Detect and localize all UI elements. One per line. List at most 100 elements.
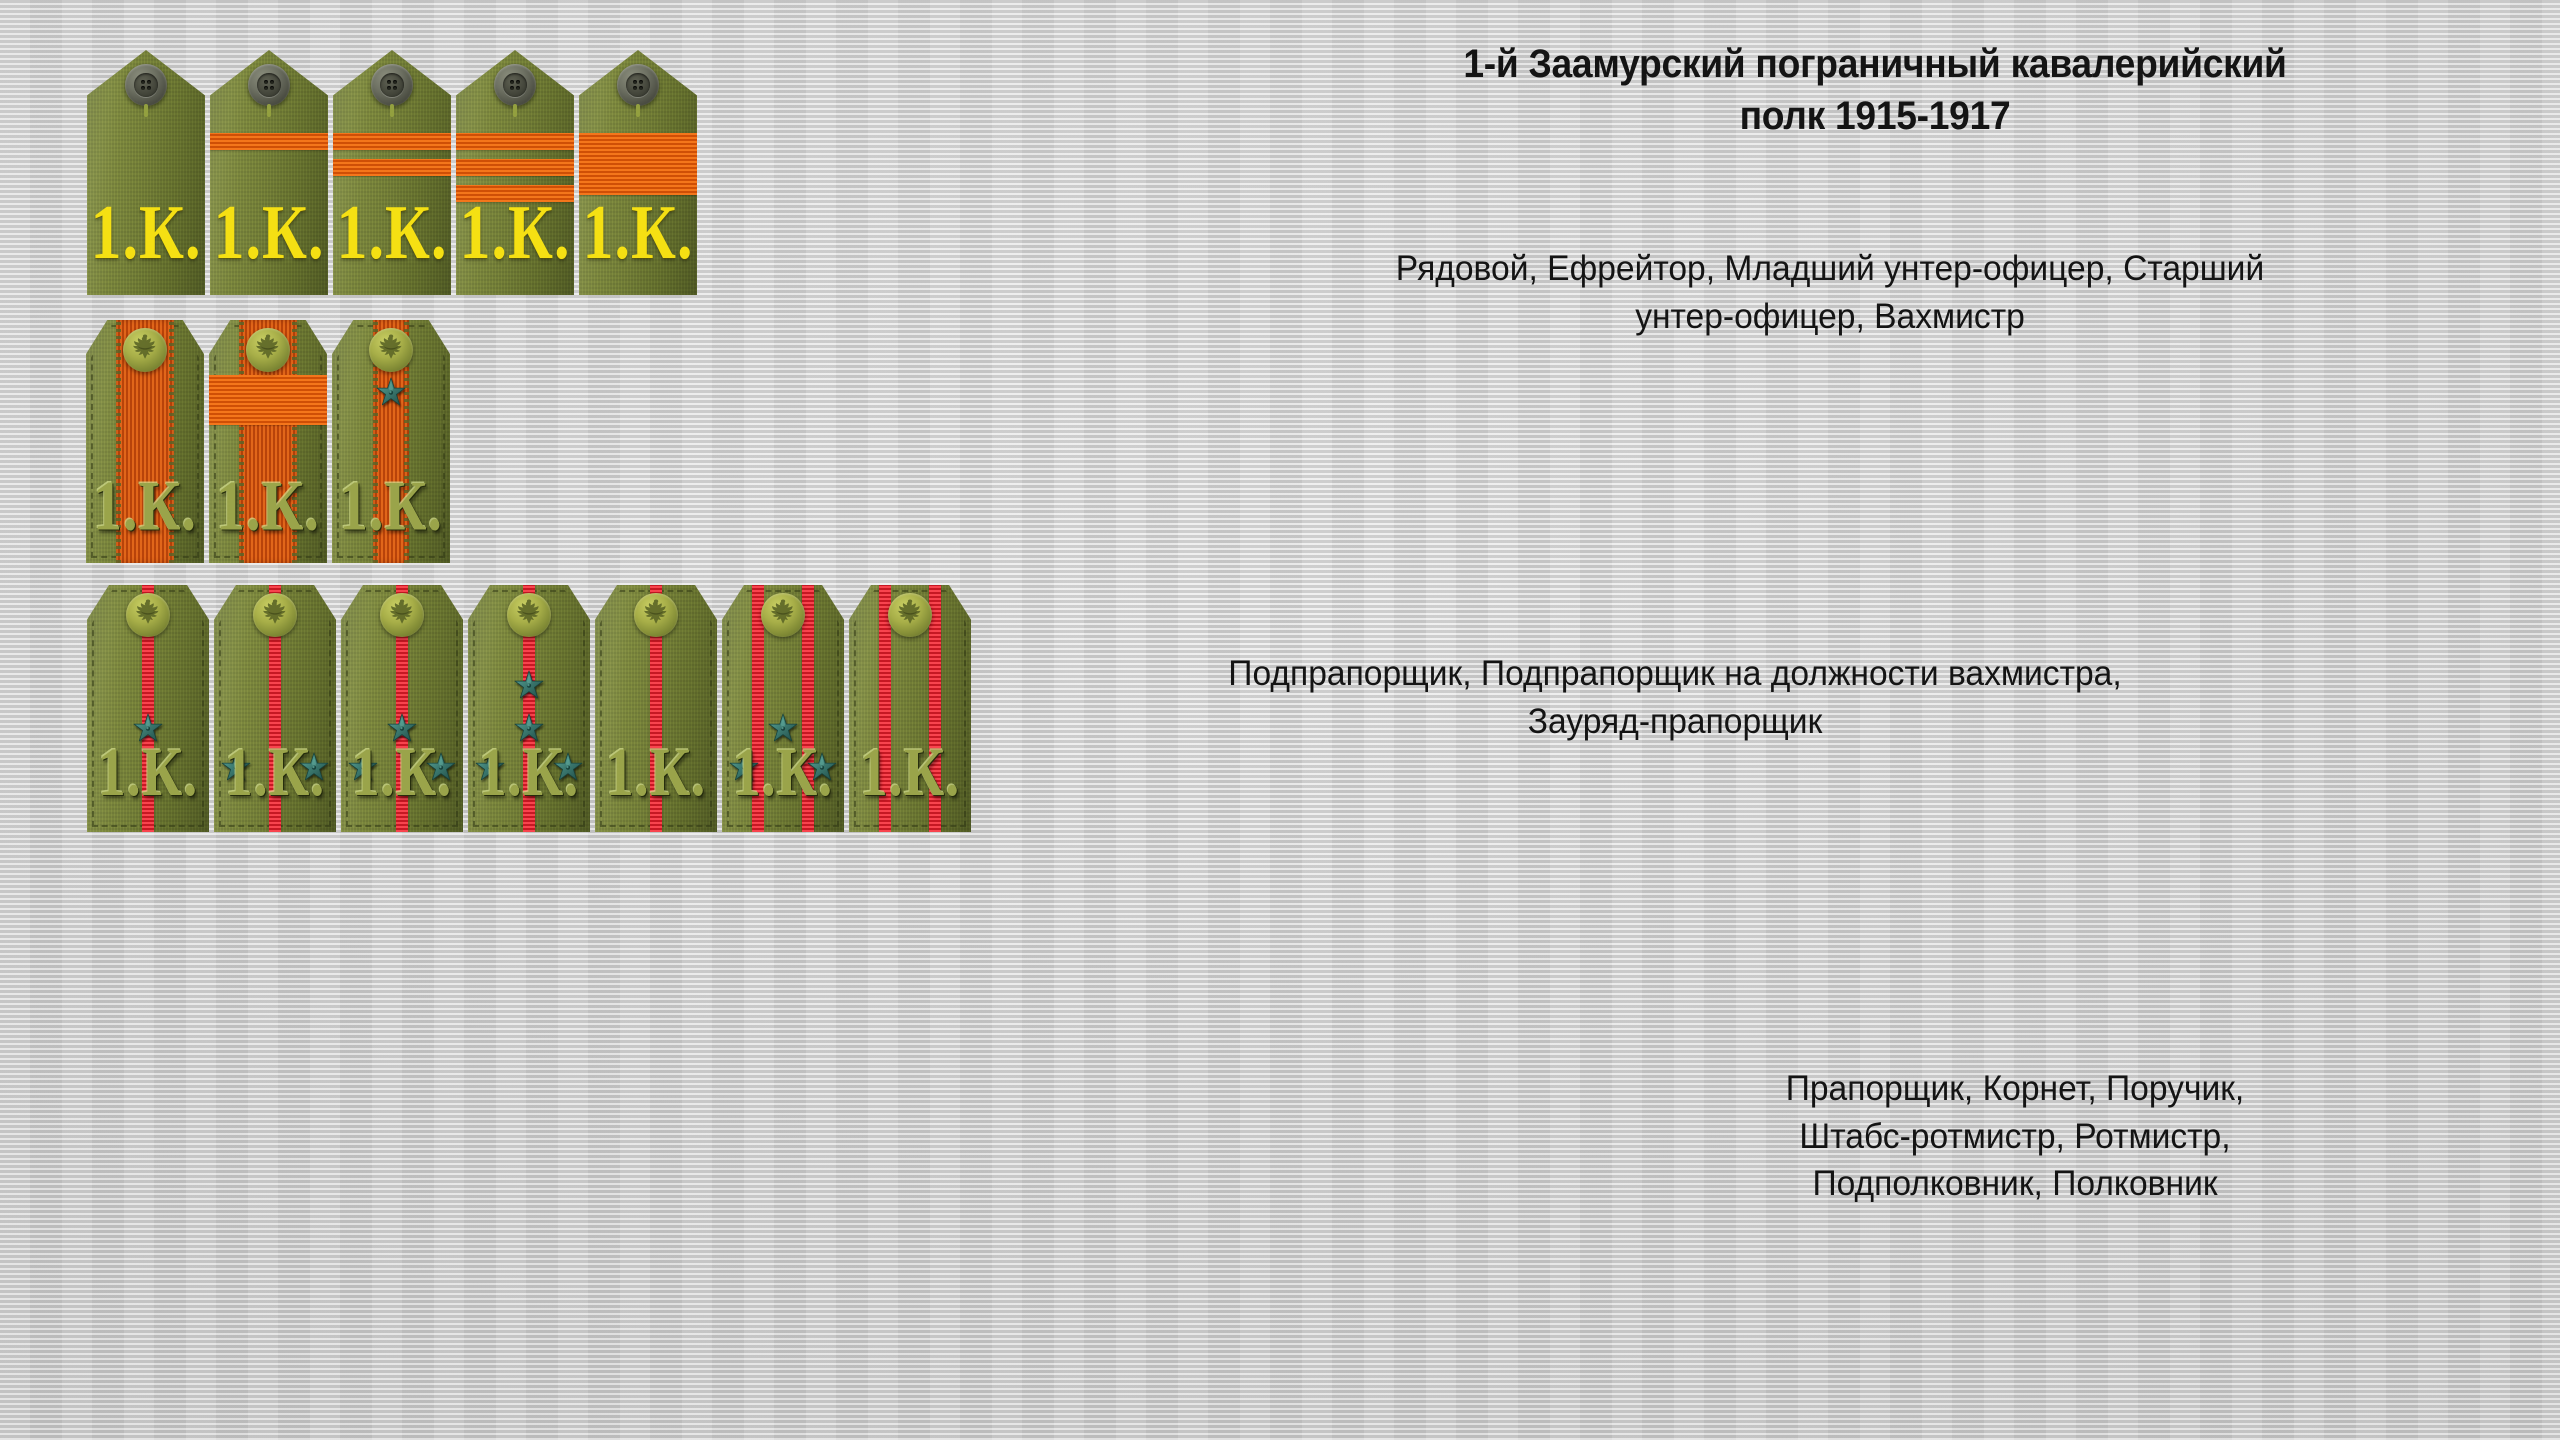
button-hole bbox=[264, 80, 269, 85]
shoulder-board-officer-1[interactable]: 1.К. bbox=[87, 585, 209, 832]
officer-crimson-stripe bbox=[396, 585, 408, 832]
uniform-button-eagle bbox=[253, 593, 297, 637]
button-hole bbox=[510, 85, 515, 90]
button-hole bbox=[633, 80, 638, 85]
rank-description-enlisted-line-1: Рядовой, Ефрейтор, Младший унтер-офицер,… bbox=[1395, 249, 2265, 288]
rank-lace-stripe-wide bbox=[579, 133, 697, 195]
uniform-button-eagle bbox=[507, 593, 551, 637]
uniform-button-eagle bbox=[761, 593, 805, 637]
uniform-button-grey bbox=[248, 64, 290, 106]
button-hole bbox=[387, 80, 392, 85]
button-hole bbox=[633, 85, 638, 90]
button-hole bbox=[264, 85, 269, 90]
rank-description-officer: Прапорщик, Корнет, Поручик, Штабс-ротмис… bbox=[1645, 1065, 2384, 1208]
button-thread bbox=[513, 104, 517, 117]
imperial-eagle-icon bbox=[253, 593, 297, 637]
button-inner-ring bbox=[503, 73, 527, 97]
rank-star-icon bbox=[299, 752, 329, 782]
panel-edge-left bbox=[116, 320, 121, 563]
shoulder-board-warrant-1[interactable]: 1.К. bbox=[86, 320, 204, 563]
button-inner-ring bbox=[134, 73, 158, 97]
rank-star-icon bbox=[133, 713, 163, 743]
board-stitching bbox=[727, 590, 839, 827]
rank-lace-stripe bbox=[333, 159, 451, 176]
rank-star-icon bbox=[475, 752, 505, 782]
rank-description-officer-line-1: Прапорщик, Корнет, Поручик, bbox=[1785, 1069, 2245, 1108]
panel-edge-right bbox=[169, 320, 174, 563]
rank-star-icon bbox=[348, 752, 378, 782]
rank-lace-stripe bbox=[456, 185, 574, 202]
officer-crimson-stripe bbox=[929, 585, 941, 832]
shoulder-board-enlisted-4[interactable]: 1.К. bbox=[456, 50, 574, 295]
shoulder-board-enlisted-3[interactable]: 1.К. bbox=[333, 50, 451, 295]
button-hole bbox=[392, 80, 397, 85]
uniform-button-eagle bbox=[123, 328, 167, 372]
imperial-eagle-icon bbox=[246, 328, 290, 372]
board-stitching bbox=[854, 590, 966, 827]
button-thread bbox=[636, 104, 640, 117]
officer-crimson-stripe bbox=[523, 585, 535, 832]
rank-star-icon bbox=[221, 752, 251, 782]
rank-description-enlisted-line-2: унтер-офицер, Вахмистр bbox=[1635, 296, 2025, 336]
officer-crimson-stripe bbox=[802, 585, 814, 832]
uniform-button-eagle bbox=[369, 328, 413, 372]
rank-description-officer-line-2: Штабс-ротмистр, Ротмистр, bbox=[1799, 1116, 2231, 1156]
button-thread bbox=[390, 104, 394, 117]
button-hole bbox=[638, 85, 643, 90]
rank-star-icon bbox=[514, 670, 544, 700]
uniform-button-eagle bbox=[380, 593, 424, 637]
uniform-button-eagle bbox=[246, 328, 290, 372]
panel-edge-right bbox=[404, 320, 409, 563]
page-title: 1-й Заамурский пограничный кавалерийский… bbox=[1312, 38, 2437, 142]
shoulder-board-officer-5[interactable]: 1.К. bbox=[595, 585, 717, 832]
shoulder-board-enlisted-5[interactable]: 1.К. bbox=[579, 50, 697, 295]
button-hole bbox=[269, 85, 274, 90]
imperial-eagle-icon bbox=[380, 593, 424, 637]
imperial-eagle-icon bbox=[634, 593, 678, 637]
uniform-button-grey bbox=[125, 64, 167, 106]
button-hole bbox=[515, 80, 520, 85]
button-hole bbox=[510, 80, 515, 85]
page-title-line-2: полк 1915-1917 bbox=[1739, 94, 2011, 138]
imperial-eagle-icon bbox=[123, 328, 167, 372]
button-inner-ring bbox=[626, 73, 650, 97]
button-hole bbox=[146, 85, 151, 90]
button-hole bbox=[146, 80, 151, 85]
shoulder-board-officer-7[interactable]: 1.К. bbox=[849, 585, 971, 832]
imperial-eagle-icon bbox=[888, 593, 932, 637]
officer-crimson-stripe bbox=[142, 585, 154, 832]
button-hole bbox=[387, 85, 392, 90]
rank-lace-stripe bbox=[456, 133, 574, 150]
panel-edge-right bbox=[292, 320, 297, 563]
uniform-button-grey bbox=[494, 64, 536, 106]
button-hole bbox=[515, 85, 520, 90]
button-hole bbox=[141, 85, 146, 90]
button-hole bbox=[392, 85, 397, 90]
rank-star-icon bbox=[426, 752, 456, 782]
rank-star-icon bbox=[768, 713, 798, 743]
uniform-button-grey bbox=[371, 64, 413, 106]
officer-crimson-stripe bbox=[752, 585, 764, 832]
button-inner-ring bbox=[257, 73, 281, 97]
button-thread bbox=[267, 104, 271, 117]
uniform-button-eagle bbox=[888, 593, 932, 637]
rank-star-icon bbox=[514, 713, 544, 743]
rank-star-icon bbox=[807, 752, 837, 782]
rank-description-officer-line-3: Подполковник, Полковник bbox=[1812, 1164, 2218, 1204]
uniform-button-grey bbox=[617, 64, 659, 106]
shoulder-board-officer-6[interactable]: 1.К. bbox=[722, 585, 844, 832]
shoulder-board-officer-2[interactable]: 1.К. bbox=[214, 585, 336, 832]
officer-crimson-stripe bbox=[269, 585, 281, 832]
rank-description-enlisted: Рядовой, Ефрейтор, Младший унтер-офицер,… bbox=[1206, 245, 2454, 340]
officer-crimson-stripe bbox=[650, 585, 662, 832]
shoulder-board-enlisted-1[interactable]: 1.К. bbox=[87, 50, 205, 295]
panel-edge-left bbox=[373, 320, 378, 563]
shoulder-board-officer-4[interactable]: 1.К. bbox=[468, 585, 590, 832]
button-hole bbox=[638, 80, 643, 85]
page-title-line-1: 1-й Заамурский пограничный кавалерийский bbox=[1463, 42, 2287, 86]
shoulder-board-officer-3[interactable]: 1.К. bbox=[341, 585, 463, 832]
rank-star-icon bbox=[376, 377, 406, 407]
rank-star-icon bbox=[729, 752, 759, 782]
rank-star-icon bbox=[387, 713, 417, 743]
